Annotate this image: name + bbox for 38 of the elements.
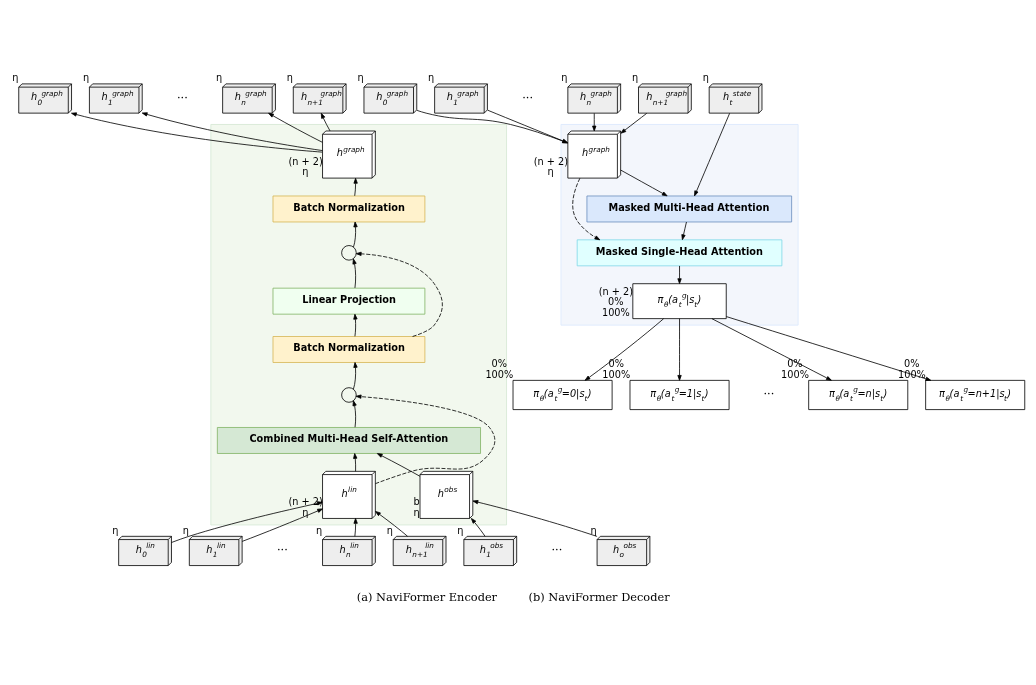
label: ··· bbox=[521, 90, 533, 105]
node-label: η bbox=[315, 524, 322, 536]
node-label: η bbox=[111, 524, 118, 536]
node-label: (n + 2) bbox=[533, 155, 568, 167]
label: ··· bbox=[176, 90, 188, 105]
node-label: η bbox=[456, 524, 464, 536]
node-label: η bbox=[590, 524, 597, 536]
node-label: η bbox=[560, 71, 568, 83]
node-label: 100% bbox=[601, 368, 630, 380]
node-label: η bbox=[386, 524, 393, 536]
node-label: 100% bbox=[484, 368, 513, 380]
node-label: η bbox=[301, 506, 308, 518]
node-label: 100% bbox=[780, 368, 809, 380]
node-label: η bbox=[301, 165, 308, 177]
label: (a) NaviFormer Encoder bbox=[356, 589, 497, 604]
node-label: 0% bbox=[490, 357, 507, 369]
node-label: η bbox=[182, 524, 189, 536]
node-label: η bbox=[286, 71, 293, 83]
node-label: η bbox=[215, 71, 222, 83]
label: ··· bbox=[550, 542, 562, 557]
node-label: 0% bbox=[903, 357, 920, 369]
node-label: η bbox=[356, 71, 364, 83]
node-label: η bbox=[547, 165, 554, 177]
node-label: 0% bbox=[786, 357, 803, 369]
label: ··· bbox=[762, 386, 774, 401]
label: (b) NaviFormer Decoder bbox=[528, 589, 670, 604]
node-label: 0% bbox=[607, 357, 624, 369]
node-label: η bbox=[11, 71, 18, 83]
node-label: η bbox=[413, 506, 420, 518]
node-label: 100% bbox=[601, 306, 630, 318]
node-label: (n + 2) bbox=[287, 155, 323, 167]
node-label: η bbox=[82, 71, 89, 83]
node-label: η bbox=[427, 71, 434, 83]
label: ··· bbox=[276, 542, 288, 557]
node-label: η bbox=[631, 71, 638, 83]
node-label: b bbox=[413, 495, 420, 507]
node-label: 0% bbox=[607, 295, 624, 307]
node-label: η bbox=[702, 71, 709, 83]
